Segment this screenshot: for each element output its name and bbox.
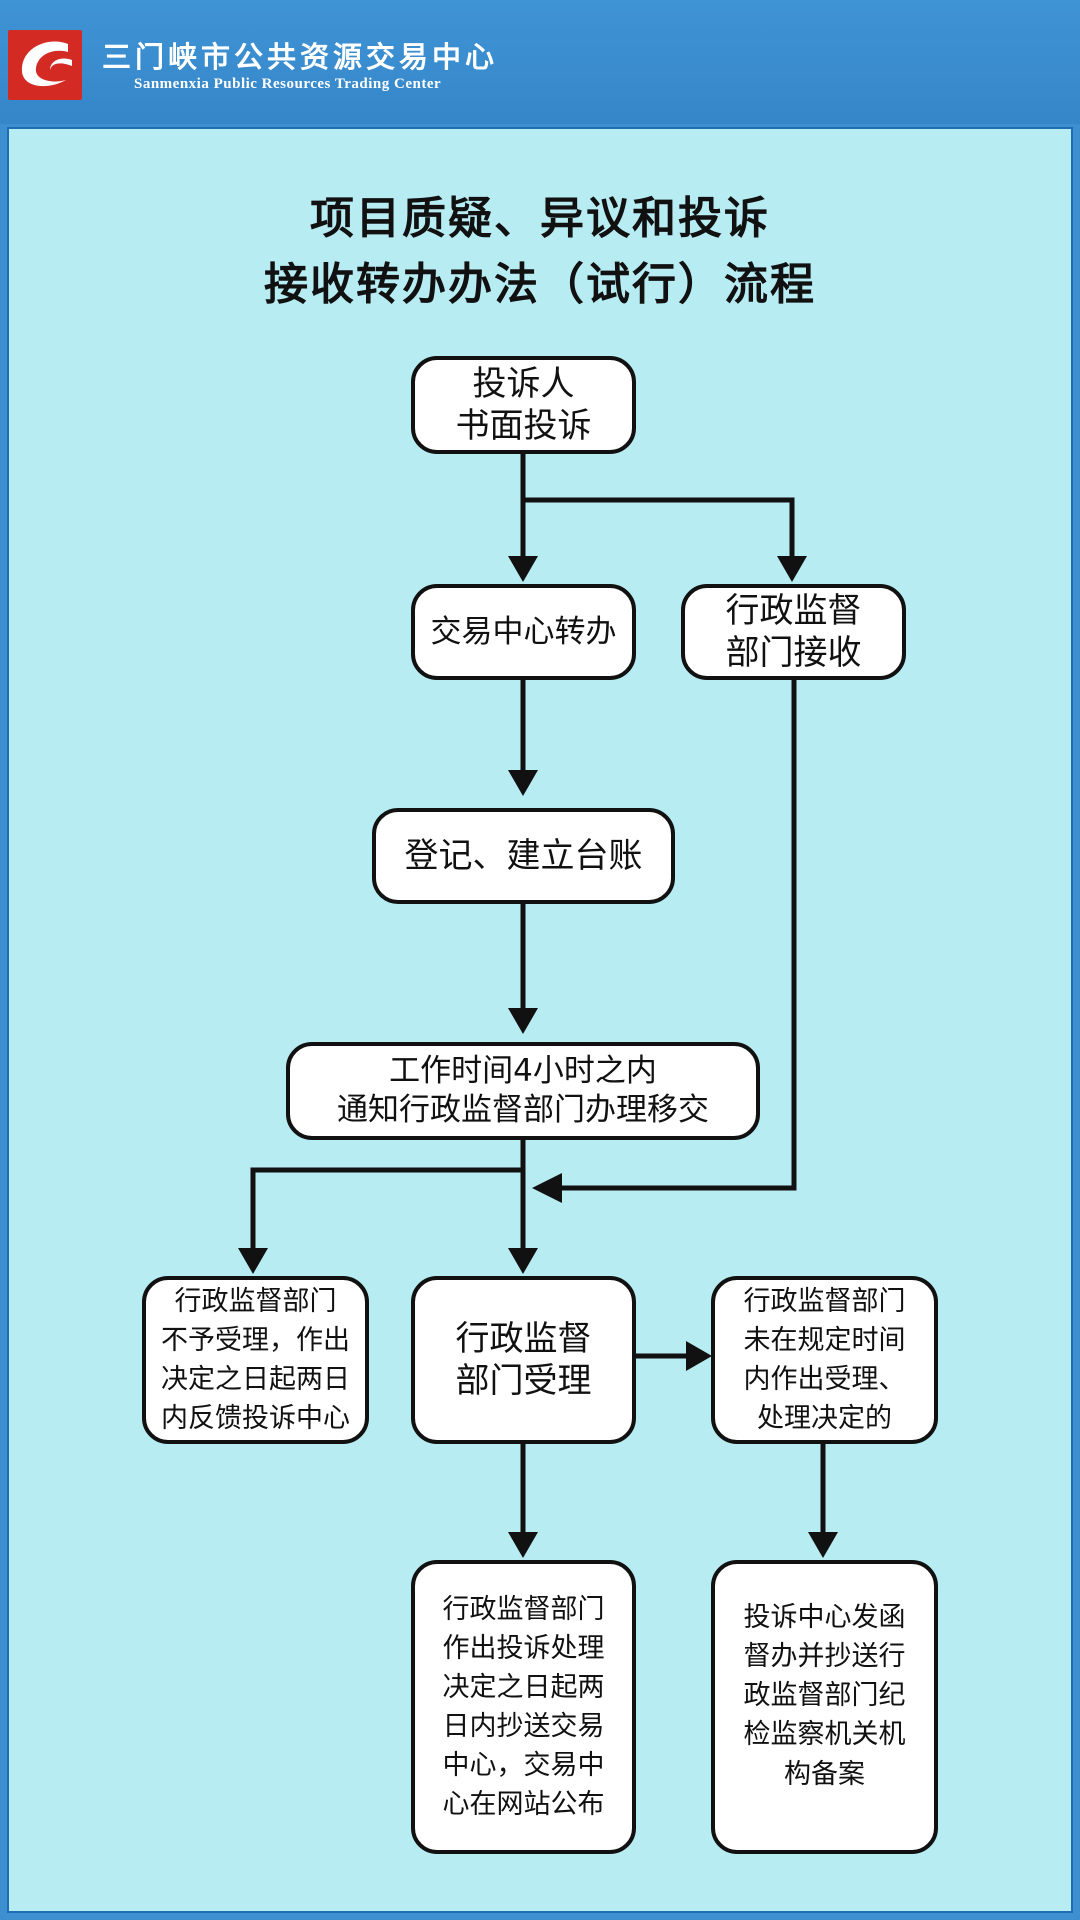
arrowhead-admin-receive [777, 556, 807, 582]
logo [8, 30, 82, 100]
arrowhead-not-accepted [238, 1248, 268, 1274]
page-title-line-1: 项目质疑、异议和投诉 [310, 193, 770, 244]
arrowhead-notify [508, 1008, 538, 1034]
arrowhead-accepted [508, 1248, 538, 1274]
node-complaint: 投诉人 书面投诉 [411, 356, 636, 454]
arrowhead-center-transfer [508, 556, 538, 582]
logo-swoosh-icon [21, 41, 72, 87]
node-accepted: 行政监督 部门受理 [411, 1276, 636, 1444]
arrowhead-supervise [808, 1532, 838, 1558]
arrowhead-merge [532, 1173, 562, 1203]
header-bar: 三门峡市公共资源交易中心 Sanmenxia Public Resources … [0, 0, 1080, 124]
node-supervise: 投诉中心发函 督办并抄送行 政监督部门纪 检监察机关机 构备案 [711, 1560, 938, 1854]
org-name: 三门峡市公共资源交易中心 [102, 40, 499, 74]
node-register: 登记、建立台账 [372, 808, 675, 904]
arrowhead-decision [508, 1532, 538, 1558]
node-notify: 工作时间4小时之内 通知行政监督部门办理移交 [286, 1042, 760, 1140]
node-decision: 行政监督部门 作出投诉处理 决定之日起两 日内抄送交易 中心，交易中 心在网站公… [411, 1560, 636, 1854]
page-title-line-2: 接收转办办法（试行）流程 [264, 259, 816, 310]
node-center-transfer: 交易中心转办 [411, 584, 636, 680]
connector-admin-receive-return [560, 678, 797, 1191]
arrowhead-register [508, 770, 538, 796]
connector-to-not-accepted [250, 1167, 523, 1250]
node-overdue: 行政监督部门 未在规定时间 内作出受理、 处理决定的 [711, 1276, 938, 1444]
node-not-accepted: 行政监督部门 不予受理，作出 决定之日起两日 内反馈投诉中心 [142, 1276, 369, 1444]
connector-to-admin-receive [523, 497, 795, 558]
org-name-english: Sanmenxia Public Resources Trading Cente… [134, 76, 442, 92]
arrowhead-overdue [686, 1341, 712, 1371]
node-admin-receive: 行政监督 部门接收 [681, 584, 906, 680]
